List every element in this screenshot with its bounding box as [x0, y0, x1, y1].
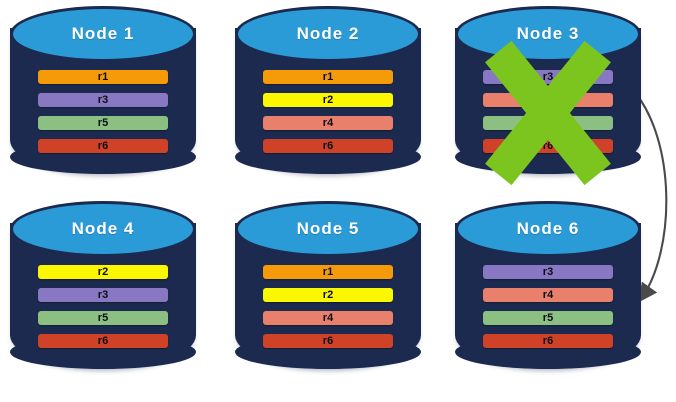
node-1[interactable]: r1 r3 r5 r6 Node 1 [10, 6, 196, 196]
record-list: r1 r2 r4 r6 [263, 70, 393, 153]
node-label: Node 5 [296, 219, 360, 238]
node-label: Node 2 [296, 24, 360, 43]
node-4[interactable]: r2 r3 r5 r6 Node 4 [10, 201, 196, 391]
record-list: r3 r4 r5 r6 [483, 70, 613, 153]
node-6[interactable]: r3 r4 r5 r6 Node 6 [455, 201, 641, 391]
record-bar[interactable]: r2 [38, 265, 168, 279]
cylinder-top: Node 3 [455, 6, 641, 62]
record-bar[interactable]: r2 [263, 93, 393, 107]
node-3[interactable]: r3 r4 r5 r6 Node 3 [455, 6, 641, 196]
record-bar[interactable]: r3 [38, 288, 168, 302]
record-bar[interactable]: r5 [38, 311, 168, 325]
record-bar[interactable]: r3 [38, 93, 168, 107]
record-bar[interactable]: r3 [483, 265, 613, 279]
cylinder-top: Node 1 [10, 6, 196, 62]
record-bar[interactable]: r6 [483, 334, 613, 348]
record-bar[interactable]: r5 [483, 311, 613, 325]
cylinder-top: Node 4 [10, 201, 196, 257]
record-list: r2 r3 r5 r6 [38, 265, 168, 348]
node-label: Node 1 [71, 24, 135, 43]
node-label: Node 4 [71, 219, 135, 238]
record-list: r1 r2 r4 r6 [263, 265, 393, 348]
record-bar[interactable]: r6 [38, 139, 168, 153]
record-bar[interactable]: r5 [483, 116, 613, 130]
node-5[interactable]: r1 r2 r4 r6 Node 5 [235, 201, 421, 391]
record-bar[interactable]: r4 [483, 93, 613, 107]
record-bar[interactable]: r5 [38, 116, 168, 130]
record-bar[interactable]: r4 [483, 288, 613, 302]
cylinder-top: Node 5 [235, 201, 421, 257]
record-bar[interactable]: r1 [263, 265, 393, 279]
record-list: r3 r4 r5 r6 [483, 265, 613, 348]
record-list: r1 r3 r5 r6 [38, 70, 168, 153]
record-bar[interactable]: r1 [38, 70, 168, 84]
record-bar[interactable]: r4 [263, 116, 393, 130]
record-bar[interactable]: r6 [483, 139, 613, 153]
record-bar[interactable]: r6 [38, 334, 168, 348]
node-label: Node 6 [516, 219, 580, 238]
record-bar[interactable]: r1 [263, 70, 393, 84]
node-label: Node 3 [516, 24, 580, 43]
cylinder-top: Node 2 [235, 6, 421, 62]
record-bar[interactable]: r2 [263, 288, 393, 302]
cylinder-top: Node 6 [455, 201, 641, 257]
record-bar[interactable]: r6 [263, 334, 393, 348]
node-2[interactable]: r1 r2 r4 r6 Node 2 [235, 6, 421, 196]
record-bar[interactable]: r3 [483, 70, 613, 84]
record-bar[interactable]: r4 [263, 311, 393, 325]
record-bar[interactable]: r6 [263, 139, 393, 153]
